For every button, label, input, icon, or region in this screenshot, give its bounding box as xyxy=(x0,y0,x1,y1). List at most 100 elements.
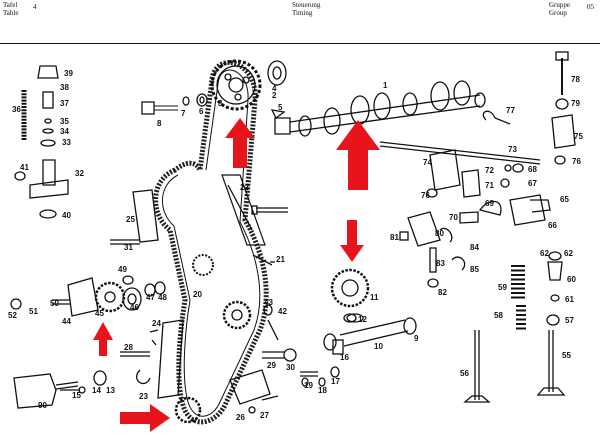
part-label-26: 26 xyxy=(236,413,245,422)
header-right: Gruppe Group xyxy=(549,1,570,17)
part-label-50: 50 xyxy=(50,299,59,308)
part-label-40: 40 xyxy=(62,211,71,220)
part-label-48: 48 xyxy=(158,293,167,302)
part-label-27: 27 xyxy=(260,411,269,420)
upper-sprocket xyxy=(210,59,262,111)
header-gruppe: Gruppe xyxy=(549,1,570,9)
header-group: Group xyxy=(549,9,567,17)
camshaft xyxy=(274,80,486,137)
part-label-68: 68 xyxy=(528,165,537,174)
part-label-30: 30 xyxy=(286,363,295,372)
part-label-67: 67 xyxy=(528,179,537,188)
part-label-37: 37 xyxy=(60,99,69,108)
part-label-82: 82 xyxy=(438,288,447,297)
part-label-52: 52 xyxy=(8,311,17,320)
part-label-4: 4 xyxy=(272,84,277,93)
part-label-49: 49 xyxy=(118,265,127,274)
part-label-79: 79 xyxy=(571,99,580,108)
header-tafel: Tafel xyxy=(3,1,18,9)
part-label-20: 20 xyxy=(193,290,202,299)
arrow-crank-chain xyxy=(120,404,170,432)
part-label-51: 51 xyxy=(29,307,38,316)
part-label-29: 29 xyxy=(267,361,276,370)
header-table-number: 4 xyxy=(33,3,37,11)
page-header: Tafel Table 4 Steuerung Timing Gruppe Gr… xyxy=(0,0,600,20)
highlight-arrows xyxy=(93,118,380,432)
part-label-35: 35 xyxy=(60,117,69,126)
part-label-34: 34 xyxy=(60,127,69,136)
part-label-25: 25 xyxy=(126,215,135,224)
part-label-21: 21 xyxy=(276,255,285,264)
part-label-33: 33 xyxy=(62,138,71,147)
part-label-44: 44 xyxy=(62,317,71,326)
part-label-15: 15 xyxy=(72,391,81,400)
part-label-32: 32 xyxy=(75,169,84,178)
part-label-84: 84 xyxy=(470,243,479,252)
part-label-58: 58 xyxy=(494,311,503,320)
part-label-73: 73 xyxy=(508,145,517,154)
part-label-69: 69 xyxy=(485,199,494,208)
part-label-5: 5 xyxy=(278,103,283,112)
part-label-45: 45 xyxy=(95,309,104,318)
part-label-85: 85 xyxy=(470,265,479,274)
part-label-1: 1 xyxy=(383,81,388,90)
part-label-81: 81 xyxy=(390,233,399,242)
part-label-10: 10 xyxy=(374,342,383,351)
part-label-42: 42 xyxy=(278,307,287,316)
part-label-28: 28 xyxy=(124,343,133,352)
part-label-18: 18 xyxy=(318,386,327,395)
arrow-camshaft-sprocket xyxy=(340,220,364,262)
header-steuerung: Steuerung xyxy=(292,1,321,9)
part-label-74: 74 xyxy=(423,158,432,167)
part-label-9: 9 xyxy=(414,334,419,343)
part-label-14: 14 xyxy=(92,386,101,395)
part-label-46: 46 xyxy=(130,303,139,312)
part-label-80: 80 xyxy=(435,229,444,238)
header-left: Tafel Table xyxy=(3,1,18,17)
part-label-43: 43 xyxy=(264,298,273,307)
part-label-76b: 76 xyxy=(572,157,581,166)
header-table: Table xyxy=(3,9,19,17)
part-label-17: 17 xyxy=(331,377,340,386)
part-label-47: 47 xyxy=(146,293,155,302)
arrow-camshaft xyxy=(336,120,380,190)
part-label-19: 19 xyxy=(304,381,313,390)
part-label-75: 75 xyxy=(574,132,583,141)
crank-sprocket xyxy=(94,281,126,313)
part-label-59: 59 xyxy=(498,283,507,292)
part-label-62b: 62 xyxy=(564,249,573,258)
part-label-11: 11 xyxy=(370,293,379,302)
part-label-23: 23 xyxy=(139,392,148,401)
header-center: Steuerung Timing xyxy=(292,1,320,17)
part-label-72: 72 xyxy=(485,166,494,175)
part-label-39: 39 xyxy=(64,69,73,78)
part-label-24: 24 xyxy=(152,319,161,328)
arrow-upper-sprocket xyxy=(225,118,255,168)
part-labels: 1 2 3 4 5 6 7 8 9 10 11 12 13 14 15 16 1… xyxy=(8,69,583,422)
timing-chain xyxy=(153,60,269,425)
part-label-90: 90 xyxy=(38,401,47,410)
arrow-crank-sprocket xyxy=(93,322,113,356)
part-label-13: 13 xyxy=(106,386,115,395)
part-label-12: 12 xyxy=(358,315,367,324)
part-label-16: 16 xyxy=(340,353,349,362)
part-label-61: 61 xyxy=(565,295,574,304)
part-label-60: 60 xyxy=(567,275,576,284)
diagram-frame xyxy=(0,43,600,440)
part-label-41: 41 xyxy=(20,163,29,172)
part-label-3: 3 xyxy=(218,99,223,108)
part-label-22: 22 xyxy=(240,183,249,192)
part-label-76a: 76 xyxy=(421,191,430,200)
part-label-36: 36 xyxy=(12,105,21,114)
part-label-78: 78 xyxy=(571,75,580,84)
header-timing: Timing xyxy=(292,9,313,17)
part-label-55: 55 xyxy=(562,351,571,360)
camshaft-sprocket xyxy=(330,268,370,308)
part-label-56: 56 xyxy=(460,369,469,378)
part-label-62a: 62 xyxy=(540,249,549,258)
part-label-57: 57 xyxy=(565,316,574,325)
part-label-7: 7 xyxy=(181,109,186,118)
part-label-71: 71 xyxy=(485,181,494,190)
part-label-6: 6 xyxy=(199,107,204,116)
